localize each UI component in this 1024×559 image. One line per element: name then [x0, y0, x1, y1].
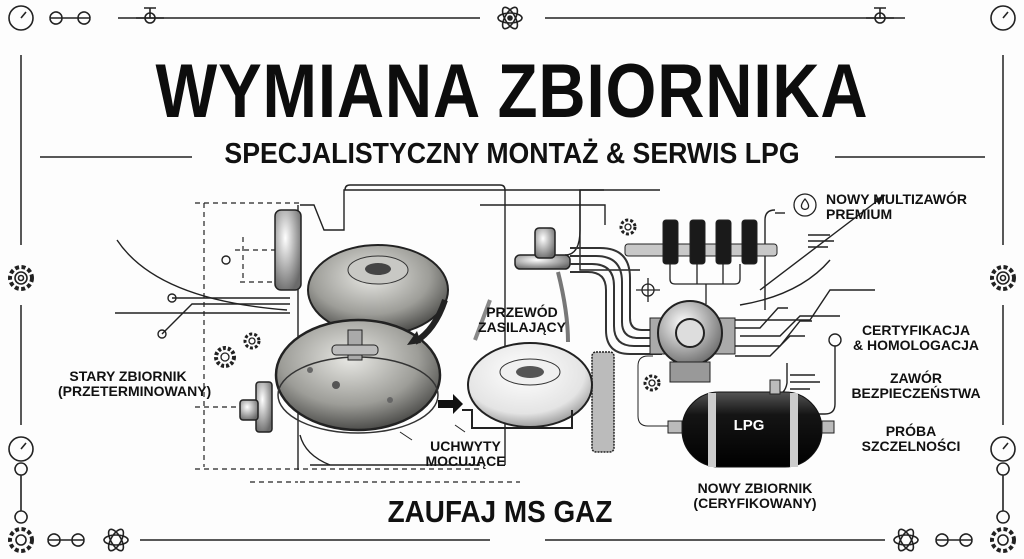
gauge-icon [8, 5, 34, 31]
label-line: STARY ZBIORNIK [69, 368, 187, 384]
tagline: ZAUFAJ MS GAZ [387, 494, 613, 529]
reducer [649, 300, 736, 383]
certification-label: CERTYFIKACJA & HOMOLOGACJA [850, 323, 982, 352]
gear-icon [990, 265, 1016, 291]
gear-icon [643, 374, 661, 392]
injectors [662, 219, 758, 265]
old-tank [274, 318, 442, 434]
frame [20, 17, 1004, 541]
label-line: NOWY ZBIORNIK [697, 480, 813, 496]
label-line: NOWY MULTIZAWÓR [826, 191, 968, 207]
new-tank-silver [462, 342, 593, 429]
new-tank-label: NOWY ZBIORNIK (CERYFIKOWANY) [690, 481, 820, 510]
dimension-lines [195, 202, 520, 483]
label-line: & HOMOLOGACJA [853, 336, 979, 353]
wrench-icon [996, 462, 1010, 524]
tank-badge: LPG [733, 417, 765, 434]
label-line: CERTYFIKACJA [861, 322, 971, 338]
atom-icon [103, 528, 129, 552]
drop-icon [793, 193, 817, 217]
label-line: PRZEWÓD [486, 304, 558, 320]
page-subtitle: SPECJALISTYCZNY MONTAŻ & SERWIS LPG [224, 138, 800, 170]
gauge-icon [990, 436, 1016, 462]
label-line: (CERYFIKOWANY) [693, 494, 817, 511]
label-line: (PRZETERMINOWANY) [58, 382, 212, 399]
label-line: ZAWÓR [889, 370, 943, 386]
valve-fitting [514, 227, 571, 343]
gauge-icon [990, 5, 1016, 31]
pipe-bundle [570, 247, 662, 355]
label-line: SZCZELNOŚCI [861, 437, 961, 454]
wrench-icon [14, 462, 28, 524]
gear-icon [8, 265, 34, 291]
wrench-icon [935, 533, 973, 547]
label-line: PRÓBA [885, 423, 937, 439]
valve-icon [866, 7, 894, 24]
page-title: WYMIANA ZBIORNIKA [155, 49, 869, 134]
valve-icon [136, 7, 164, 24]
gear-icon [619, 218, 637, 236]
atom-icon [497, 6, 523, 30]
gear-icon [990, 527, 1016, 553]
label-line: PREMIUM [826, 205, 893, 222]
multivalve-label: NOWY MULTIZAWÓR PREMIUM [826, 192, 967, 221]
wrench-icon [47, 533, 85, 547]
wrench-icon [49, 11, 91, 25]
new-tank-lpg [637, 355, 835, 468]
gear-icon [243, 332, 261, 350]
old-tank-top [307, 244, 449, 336]
safety-valve-label: ZAWÓR BEZPIECZEŃSTWA [850, 371, 982, 400]
mounts-label: UCHWYTY MOCUJĄCE [418, 439, 513, 468]
crosshair-icon [636, 278, 660, 302]
arrow-icon [438, 394, 463, 414]
label-line: UCHWYTY [430, 438, 501, 454]
old-tank-label: STARY ZBIORNIK (PRZETERMINOWANY) [58, 368, 212, 399]
label-line: ZASILAJĄCY [478, 318, 566, 335]
atom-icon [893, 528, 919, 552]
label-line: BEZPIECZEŃSTWA [851, 384, 981, 401]
leak-test-label: PRÓBA SZCZELNOŚCI [850, 424, 972, 453]
arrow-icon [875, 195, 885, 205]
supply-hose-label: PRZEWÓD ZASILAJĄCY [472, 305, 572, 334]
gauge-icon [8, 436, 34, 462]
gear-icon [8, 527, 34, 553]
engine-part [239, 209, 615, 453]
gear-icon [214, 346, 236, 368]
label-line: MOCUJĄCE [425, 452, 506, 469]
